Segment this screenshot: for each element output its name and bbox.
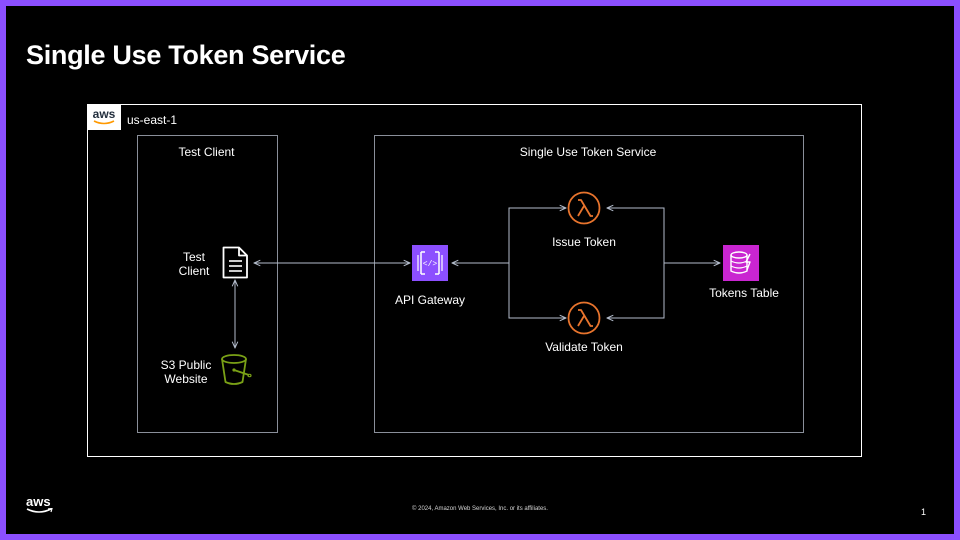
aws-footer-logo-text: aws: [26, 494, 51, 509]
svg-text:</>: </>: [423, 260, 438, 269]
aws-logo-text: aws: [92, 107, 116, 121]
document-icon: [222, 246, 248, 279]
connector-validate-table: [607, 263, 665, 318]
validate-token-label: Validate Token: [545, 340, 623, 354]
s3-label-line1: S3 Public: [160, 358, 212, 372]
aws-smile-icon: [93, 120, 115, 125]
aws-footer-logo: aws: [26, 494, 56, 520]
slide-title: Single Use Token Service: [26, 40, 346, 70]
test-client-label: Test Client: [166, 250, 222, 278]
service-group: [374, 135, 804, 433]
test-client-label-line2: Client: [178, 264, 210, 278]
service-group-label: Single Use Token Service: [519, 145, 657, 159]
tokens-table-label: Tokens Table: [709, 286, 779, 300]
slide: Single Use Token Service aws us-east-1 T…: [6, 6, 954, 534]
region-box: [87, 104, 862, 457]
copyright-footer: © 2024, Amazon Web Services, Inc. or its…: [412, 506, 548, 512]
page-number: 1: [921, 507, 927, 517]
issue-token-label: Issue Token: [552, 235, 616, 249]
s3-label-line2: Website: [164, 372, 208, 386]
connectors: [6, 6, 954, 534]
connector-to-issue: [508, 208, 566, 263]
aws-smile-icon: [26, 508, 53, 513]
connector-to-validate: [508, 263, 566, 318]
test-client-label-line1: Test: [182, 250, 205, 264]
aws-region-logo: aws: [87, 104, 121, 130]
lambda-icon: [567, 191, 601, 225]
lambda-icon: [567, 301, 601, 335]
s3-website-label: S3 Public Website: [152, 358, 220, 386]
region-label: us-east-1: [127, 113, 178, 127]
test-client-group-label: Test Client: [178, 145, 235, 159]
s3-bucket-icon: [221, 354, 252, 385]
api-gateway-icon: </>: [412, 245, 448, 281]
test-client-group: [137, 135, 278, 433]
api-gateway-label: API Gateway: [394, 293, 466, 307]
dynamodb-icon: [723, 245, 759, 281]
connector-issue-table: [607, 208, 665, 263]
